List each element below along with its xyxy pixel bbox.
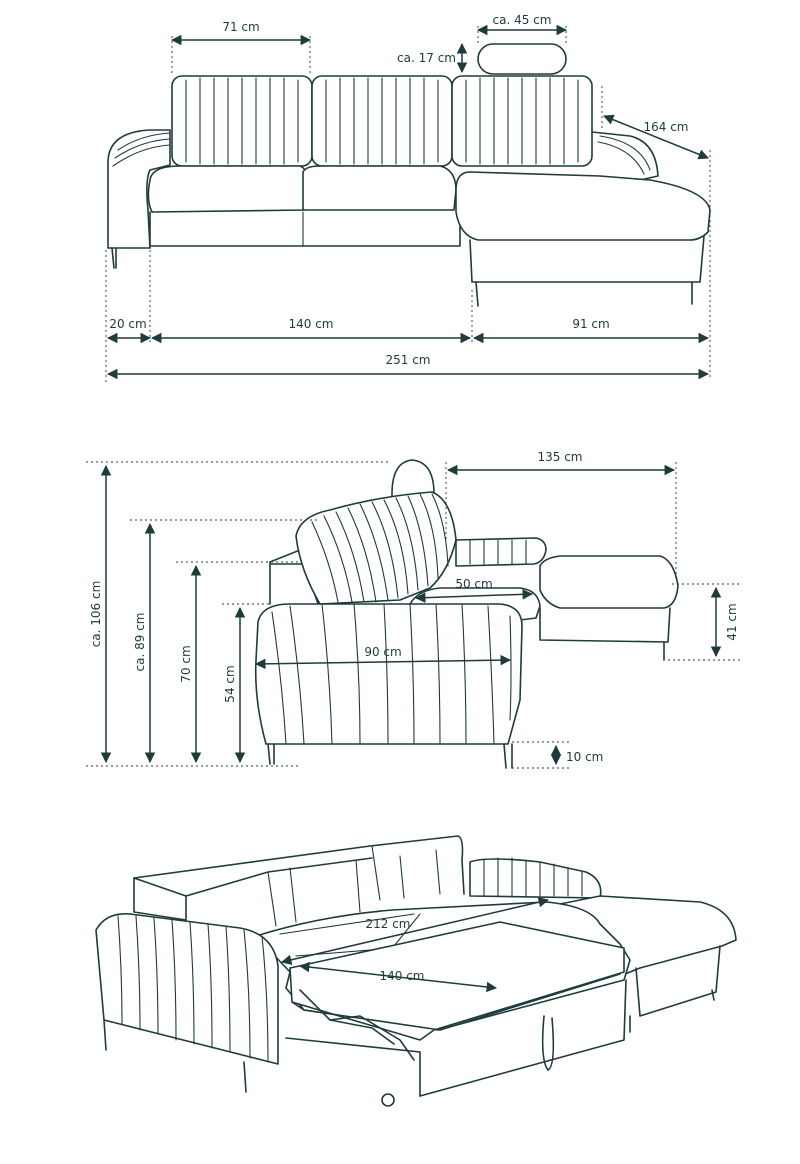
chaise-depth-label: 164 cm — [643, 120, 688, 134]
front-view-drawing — [107, 43, 711, 307]
headrest-width-label: ca. 45 cm — [493, 13, 552, 27]
total-height-label: ca. 106 cm — [89, 581, 103, 648]
chaise-length-label: 135 cm — [537, 450, 582, 464]
seat-depth-total-label: 90 cm — [364, 645, 401, 659]
bed-view-dimensions: 212 cm 140 cm — [280, 897, 550, 993]
side-view-drawing — [254, 459, 679, 769]
total-width-label: 251 cm — [385, 353, 430, 367]
headrest-height-label: ca. 17 cm — [397, 51, 456, 65]
bed-width-label: 140 cm — [379, 969, 424, 983]
back-height-low-label: 70 cm — [179, 645, 193, 682]
side-view-dimensions: ca. 106 cm ca. 89 cm 70 cm 54 cm 135 cm … — [86, 450, 740, 769]
seat-depth-label: 50 cm — [455, 577, 492, 591]
arm-width-label: 20 cm — [109, 317, 146, 331]
seat-height-label: 41 cm — [725, 603, 739, 640]
leg-height-label: 10 cm — [566, 750, 603, 764]
seat-width-label: 140 cm — [288, 317, 333, 331]
arm-height-label: 54 cm — [223, 665, 237, 702]
chaise-width-label: 91 cm — [572, 317, 609, 331]
back-height-label: ca. 89 cm — [133, 613, 147, 672]
front-view-dimensions: 71 cm ca. 45 cm ca. 17 cm 164 cm 20 cm 1… — [105, 13, 711, 382]
bed-length-label: 212 cm — [365, 917, 410, 931]
back-cushion-width-label: 71 cm — [222, 20, 259, 34]
